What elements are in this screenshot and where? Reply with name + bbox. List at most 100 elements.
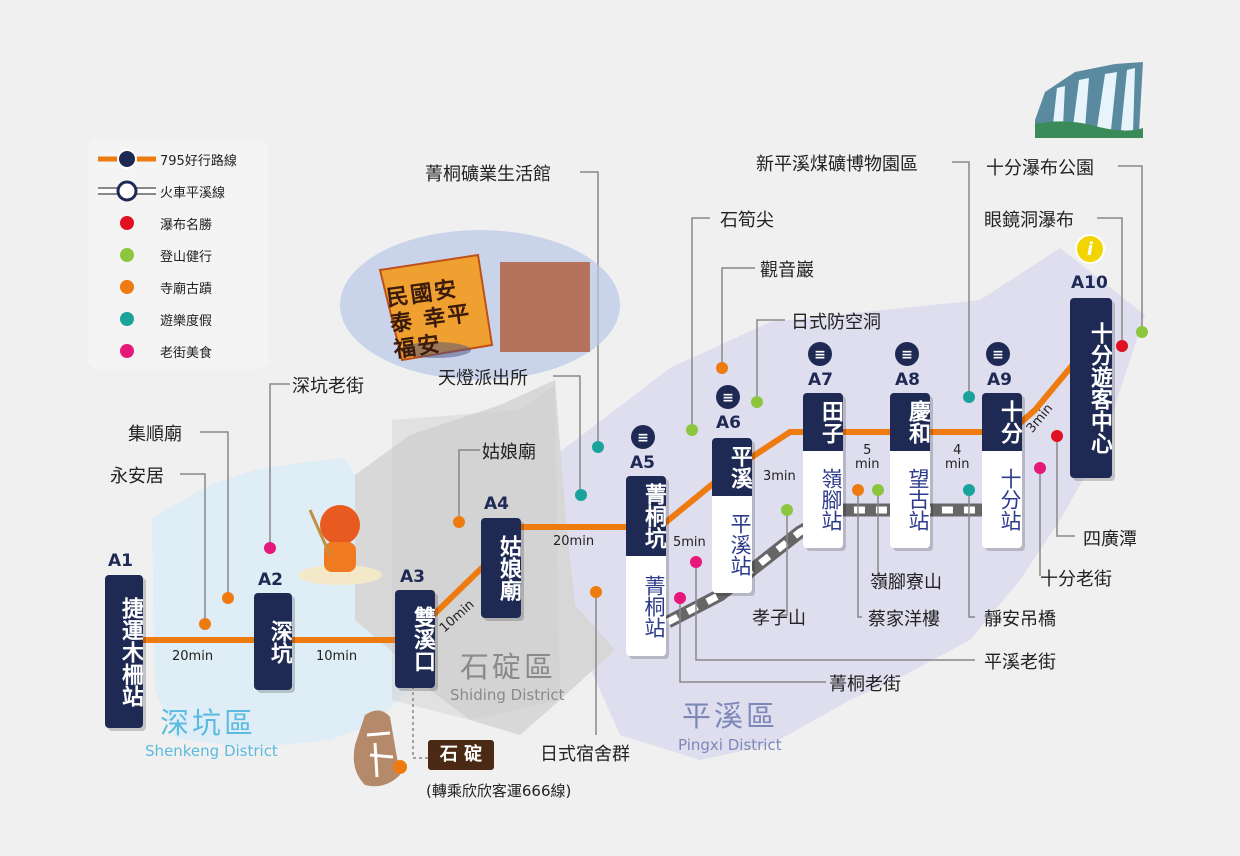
- station-a7-name: 田子: [803, 393, 843, 451]
- station-code-a2: A2: [258, 570, 283, 590]
- shiding-badge-bg: [428, 740, 494, 770]
- dot-shifen-street: [1034, 462, 1046, 474]
- legend-rail: 火車平溪線: [88, 176, 268, 206]
- time-a7-a8-unit: min: [855, 457, 880, 472]
- legend-leisure-label: 遊樂度假: [160, 313, 213, 329]
- rail-icon-a8: ≡: [895, 342, 919, 366]
- label-shifen-fall[interactable]: 十分瀑布公園: [986, 158, 1094, 179]
- dot-shisun: [686, 424, 698, 436]
- legend-hiking-label: 登山健行: [160, 249, 213, 265]
- legend: 795好行路線 火車平溪線 瀑布名勝 登山健行 寺廟古蹟 遊樂度假 老街美食: [88, 139, 268, 369]
- dot-shenkeng-street: [264, 542, 276, 554]
- label-jingtong-street[interactable]: 菁桐老街: [829, 674, 901, 695]
- info-icon: i: [1075, 234, 1105, 264]
- label-jingtong-mine[interactable]: 菁桐礦業生活館: [425, 164, 551, 185]
- district-shiding-en: Shiding District: [450, 686, 565, 704]
- station-a9-rail-name: 十分站: [982, 451, 1022, 548]
- dot-jingtong-street: [674, 592, 686, 604]
- time-a8-a9-unit: min: [945, 457, 970, 472]
- dot-mine: [592, 441, 604, 453]
- rail-icon-a6: ≡: [716, 385, 740, 409]
- time-a5-a6: 5min: [673, 535, 706, 550]
- dot-sigwang: [1051, 430, 1063, 442]
- transfer-note: (轉乘欣欣客運666線): [426, 782, 572, 800]
- station-a7[interactable]: 田子 嶺腳站: [803, 393, 843, 548]
- dot-tiandeng: [575, 489, 587, 501]
- station-code-a4: A4: [484, 494, 509, 514]
- station-a6-rail-name: 平溪站: [712, 496, 752, 593]
- station-a10-name: 十分遊客中心: [1070, 298, 1112, 478]
- label-guanyin[interactable]: 觀音巖: [760, 260, 814, 281]
- label-japanese-dorms[interactable]: 日式宿舍群: [540, 744, 630, 765]
- station-a5-rail-name: 菁桐站: [626, 556, 666, 656]
- station-a1-name: 捷運木柵站: [105, 575, 143, 728]
- dot-xiaozi: [781, 504, 793, 516]
- dot-coal-museum: [963, 391, 975, 403]
- label-shifen-street[interactable]: 十分老街: [1040, 569, 1112, 590]
- district-shiding: 石碇區: [460, 650, 557, 684]
- station-a9[interactable]: 十分 十分站: [982, 393, 1022, 548]
- label-guniang[interactable]: 姑娘廟: [482, 442, 536, 463]
- dot-glasses-fall: [1116, 340, 1128, 352]
- svg-text:≡: ≡: [901, 347, 913, 363]
- label-shenkeng-street[interactable]: 深坑老街: [292, 376, 364, 397]
- label-cai-house[interactable]: 蔡家洋樓: [868, 609, 940, 630]
- legend-food-label: 老街美食: [160, 345, 213, 361]
- sky-lantern-picture-icon: [340, 230, 620, 380]
- svg-text:≡: ≡: [814, 347, 826, 363]
- label-xiaozi[interactable]: 孝子山: [752, 608, 806, 629]
- district-shenkeng-en: Shenkeng District: [145, 742, 278, 760]
- label-coal-museum[interactable]: 新平溪煤礦博物園區: [756, 154, 918, 175]
- temple-deity-picture-icon: [298, 505, 382, 585]
- station-a3[interactable]: 雙溪口: [395, 590, 435, 688]
- shiding-badge[interactable]: 石 碇: [439, 744, 483, 765]
- time-a2-a3: 10min: [316, 649, 358, 664]
- station-a1[interactable]: 捷運木柵站: [105, 575, 143, 728]
- station-a2-name: 深坑: [254, 593, 292, 690]
- label-lingjiao-liao[interactable]: 嶺腳寮山: [870, 572, 942, 593]
- dot-cai-house: [852, 484, 864, 496]
- food-dot-icon: [120, 344, 134, 358]
- station-code-a9: A9: [987, 370, 1012, 390]
- label-yongan[interactable]: 永安居: [110, 466, 164, 487]
- station-code-a6: A6: [716, 413, 741, 433]
- dot-shifen-fall: [1136, 326, 1148, 338]
- station-a5[interactable]: 菁桐坑 菁桐站: [626, 476, 666, 656]
- temple-dot-icon: [120, 280, 134, 294]
- station-a10[interactable]: 十分遊客中心: [1070, 298, 1112, 478]
- station-a2[interactable]: 深坑: [254, 593, 292, 690]
- station-code-a3: A3: [400, 567, 425, 587]
- label-jishun[interactable]: 集順廟: [128, 424, 182, 445]
- label-airraid[interactable]: 日式防空洞: [791, 312, 881, 333]
- svg-text:≡: ≡: [637, 430, 649, 446]
- railway-icons: ≡ ≡ ≡ ≡ ≡: [631, 342, 1010, 449]
- legend-rail-label: 火車平溪線: [160, 185, 226, 201]
- legend-food: 老街美食: [88, 336, 268, 366]
- shiding-calligraphy-picture-icon: [353, 710, 407, 787]
- rail-icon-a9: ≡: [986, 342, 1010, 366]
- dot-airraid: [751, 396, 763, 408]
- attraction-dots: [199, 326, 1148, 630]
- station-a4[interactable]: 姑娘廟: [481, 518, 521, 618]
- station-a5-name: 菁桐坑: [626, 476, 666, 556]
- label-jingan[interactable]: 靜安吊橋: [984, 609, 1056, 630]
- station-a6[interactable]: 平溪 平溪站: [712, 438, 752, 593]
- time-a7-a8-num: 5: [863, 443, 872, 458]
- label-sigwang[interactable]: 四廣潭: [1083, 529, 1137, 550]
- waterfall-picture-icon: [1035, 62, 1143, 138]
- label-pingxi-street[interactable]: 平溪老街: [984, 652, 1056, 673]
- leisure-dot-icon: [120, 312, 134, 326]
- legend-hiking: 登山健行: [88, 240, 268, 270]
- district-shenkeng: 深坑區: [160, 706, 257, 740]
- legend-bus-route-label: 795好行路線: [160, 153, 237, 169]
- label-tiandeng[interactable]: 天燈派出所: [438, 368, 528, 389]
- dot-guanyin: [716, 362, 728, 374]
- label-glasses-fall[interactable]: 眼鏡洞瀑布: [984, 210, 1074, 231]
- dot-yongan: [199, 618, 211, 630]
- station-a8[interactable]: 慶和 望古站: [890, 393, 930, 548]
- label-shisun[interactable]: 石筍尖: [720, 210, 774, 231]
- legend-waterfall-label: 瀑布名勝: [160, 217, 213, 233]
- dot-jishun: [222, 592, 234, 604]
